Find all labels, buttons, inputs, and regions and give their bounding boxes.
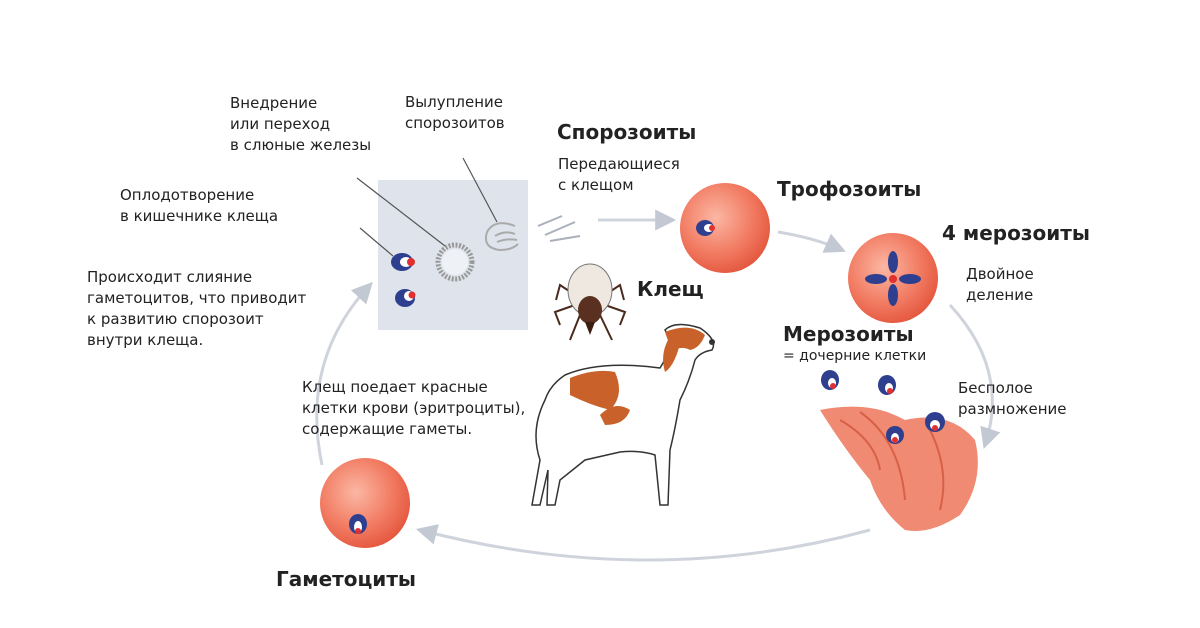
label-fertilization-1: Оплодотворение: [120, 186, 254, 204]
label-invasion-2: или переход: [230, 115, 330, 133]
merozoite-division-cell: [848, 233, 938, 323]
label-hatching-1: Вылупление: [405, 93, 503, 111]
label-fusion-4: внутри клеща.: [87, 331, 203, 349]
label-daughter-cells: = дочерние клетки: [783, 348, 926, 364]
arrow-to-asexual: [948, 303, 1001, 449]
label-division-2: деление: [966, 286, 1033, 304]
oocyst-icon: [435, 242, 475, 282]
label-hatching-2: спорозоитов: [405, 114, 505, 132]
label-transmitted-1: Передающиеся: [558, 155, 680, 173]
label-transmitted-2: с клещом: [558, 176, 634, 194]
label-gametocytes: Гаметоциты: [276, 567, 416, 591]
zygote-icon: [391, 253, 416, 307]
label-four-merozoites: 4 мерозоиты: [942, 221, 1090, 245]
label-sporozoites: Спорозоиты: [557, 120, 696, 144]
label-fertilization-2: в кишечнике клеща: [120, 207, 278, 225]
arrow-to-merozoite-cell: [777, 230, 846, 253]
label-fusion-3: к развитию спорозоит: [87, 310, 264, 328]
label-invasion-3: в слюные железы: [230, 136, 371, 154]
label-division-1: Двойное: [966, 265, 1034, 283]
tick-gut-panel: [356, 157, 528, 330]
free-merozoites: [821, 370, 896, 395]
label-tick-eats-1: Клещ поедает красные: [302, 378, 488, 396]
label-trophozoites: Трофозоиты: [777, 177, 921, 201]
label-merozoites: Мерозоиты: [783, 322, 914, 346]
label-fusion-1: Происходит слияние: [87, 268, 252, 286]
tick-icon: [553, 263, 627, 341]
label-asexual-1: Бесполое: [958, 379, 1033, 397]
arrow-to-gametocyte: [415, 524, 871, 562]
dog-illustration: [531, 323, 715, 506]
label-tick-eats-3: содержащие гаметы.: [302, 420, 472, 438]
labels: Внедрение или переход в слюные железы Вы…: [87, 93, 1090, 591]
label-tick-eats-2: клетки крови (эритроциты),: [302, 399, 525, 417]
label-tick: Клещ: [637, 277, 704, 301]
ruptured-cell: [820, 406, 978, 531]
label-fusion-2: гаметоцитов, что приводит: [87, 289, 307, 307]
sporozoite-icons: [537, 215, 581, 242]
hatching-sporozoites-icon: [484, 222, 519, 252]
cycle-arrows: [315, 209, 1001, 562]
trophozoite-cell: [680, 183, 770, 273]
gametocyte-cell: [320, 458, 410, 548]
label-invasion-1: Внедрение: [230, 94, 317, 112]
label-asexual-2: размножение: [958, 400, 1067, 418]
arrow-to-tick-gut: [315, 281, 373, 466]
